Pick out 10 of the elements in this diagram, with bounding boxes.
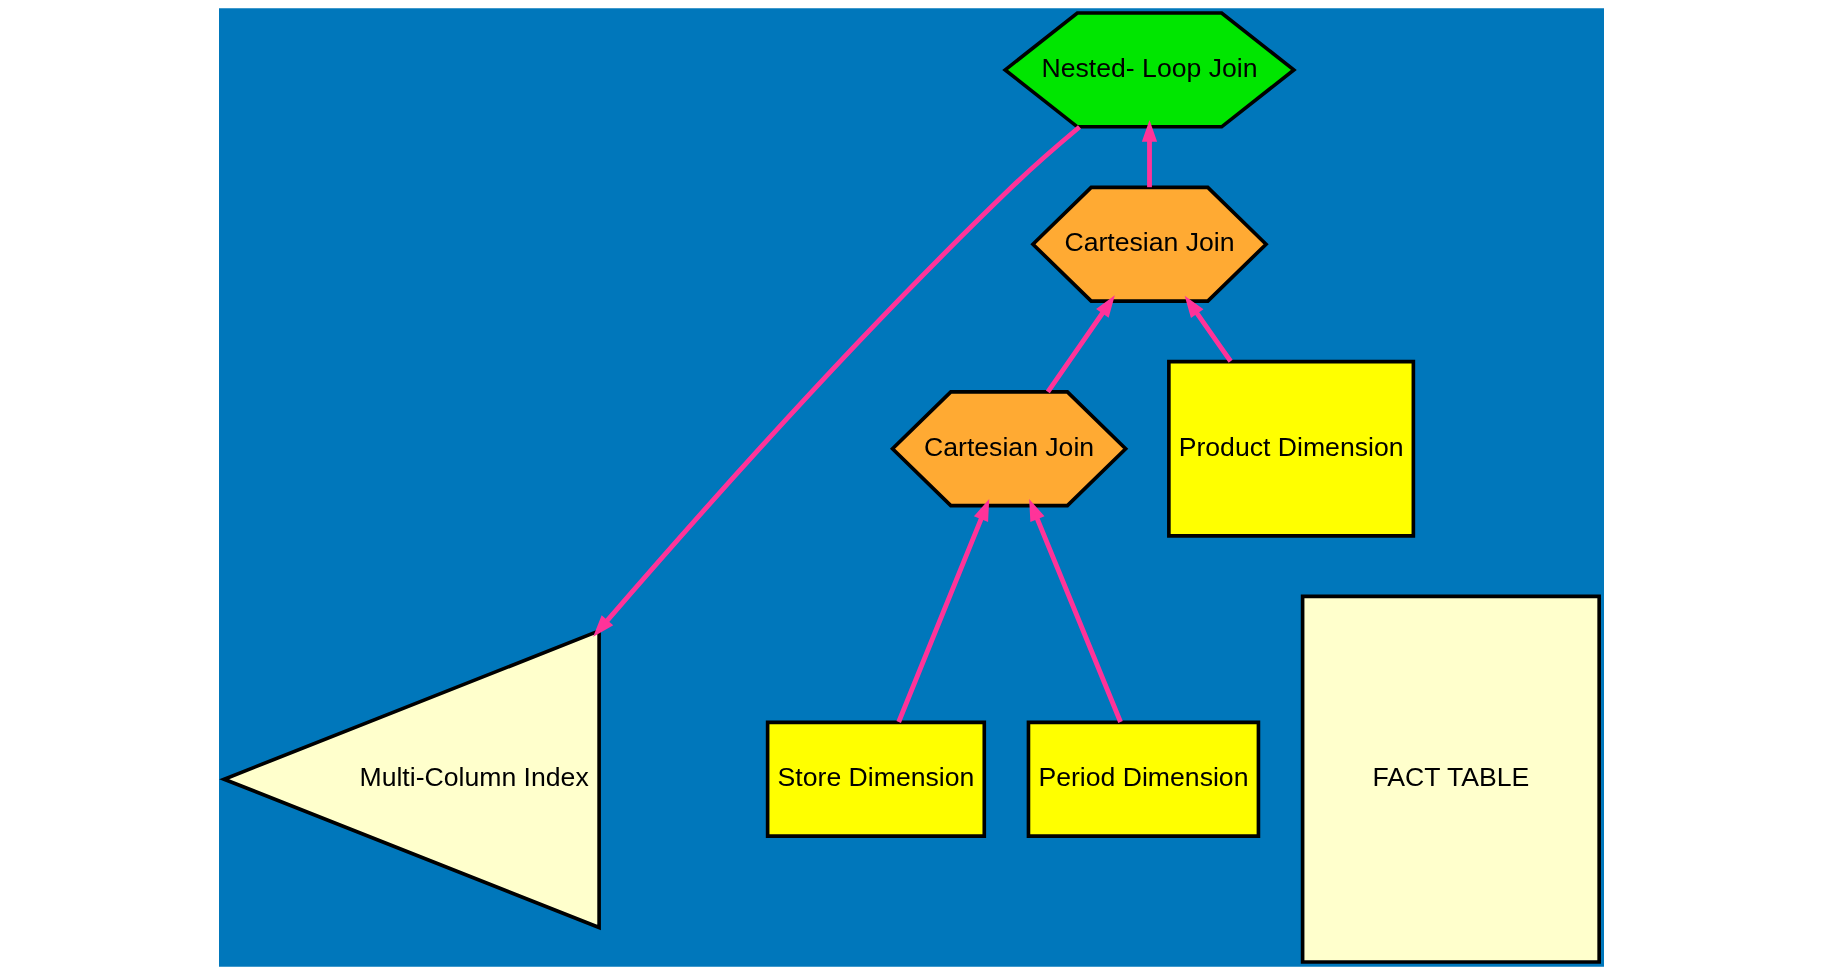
arrow <box>1141 119 1158 188</box>
node-box: Store Dimension <box>765 720 987 838</box>
node-box: Product Dimension <box>1167 359 1416 538</box>
arrow <box>1029 499 1123 723</box>
arrow <box>1184 295 1233 363</box>
arrow <box>593 125 1082 637</box>
arrow <box>896 498 990 723</box>
node-box: Period Dimension <box>1026 720 1261 838</box>
arrow <box>1045 295 1115 394</box>
node-box: FACT TABLE <box>1300 594 1601 964</box>
